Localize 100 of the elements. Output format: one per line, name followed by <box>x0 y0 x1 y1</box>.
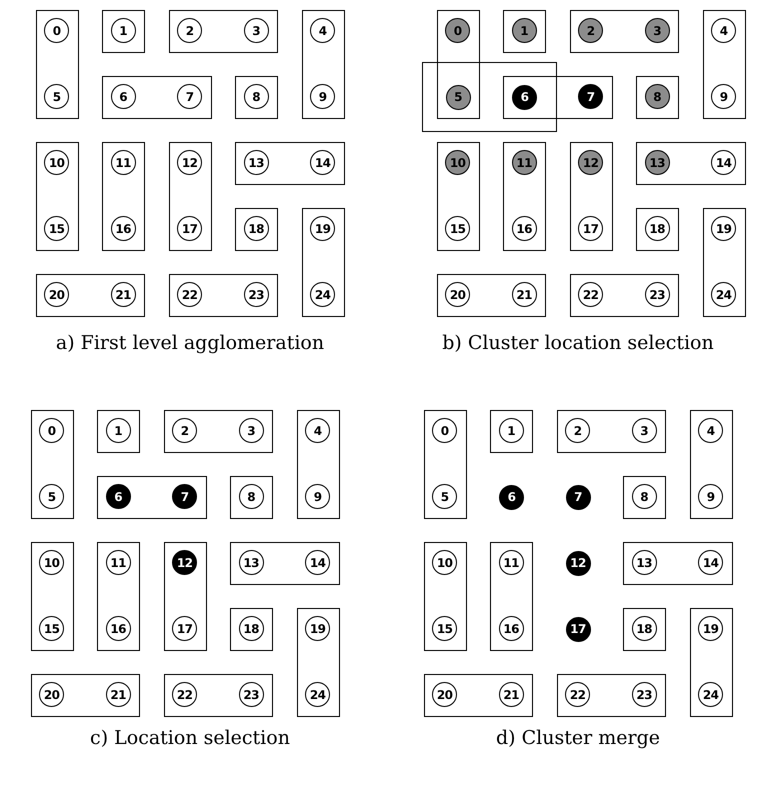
group-box <box>230 608 273 650</box>
numbered-circle: 2 <box>177 18 202 44</box>
group-box <box>490 410 533 452</box>
group-box <box>556 674 666 716</box>
panel-caption: c) Location selection <box>89 727 291 749</box>
group-box <box>424 542 466 650</box>
numbered-circle: 14 <box>305 550 330 576</box>
numbered-circle: 1 <box>512 18 537 44</box>
panel-caption: a) First level agglomeration <box>54 332 326 354</box>
panel-caption: d) Cluster merge <box>495 727 661 749</box>
numbered-circle: 18 <box>244 216 269 242</box>
group-box <box>102 142 145 250</box>
numbered-circle: 8 <box>632 484 657 510</box>
group-box <box>30 410 74 518</box>
group-box <box>556 410 666 452</box>
numbered-circle: 3 <box>244 18 269 44</box>
numbered-circle: 10 <box>39 550 64 576</box>
numbered-circle: 20 <box>445 282 470 308</box>
numbered-circle: 23 <box>244 282 269 308</box>
numbered-circle: 3 <box>644 18 670 44</box>
numbered-circle: 24 <box>305 682 330 708</box>
group-box <box>702 208 746 316</box>
numbered-circle: 5 <box>44 84 70 110</box>
group-box <box>235 142 344 184</box>
group-box <box>30 542 74 650</box>
numbered-circle: 21 <box>110 282 136 308</box>
numbered-circle: 14 <box>310 150 336 176</box>
numbered-circle: 2 <box>172 418 198 444</box>
group-box <box>690 410 732 518</box>
numbered-circle: 6 <box>512 84 537 110</box>
numbered-circle: 4 <box>698 418 724 444</box>
numbered-circle: 15 <box>445 216 470 242</box>
group-box <box>235 208 278 250</box>
numbered-circle: 20 <box>432 682 458 708</box>
numbered-circle: 1 <box>106 418 131 444</box>
group-box <box>36 274 145 316</box>
group-box <box>302 208 344 316</box>
numbered-circle: 2 <box>565 418 590 444</box>
numbered-circle: 7 <box>177 84 202 110</box>
group-box <box>102 76 212 118</box>
group-box <box>97 476 206 518</box>
group-box <box>436 274 546 316</box>
numbered-circle: 18 <box>644 216 670 242</box>
numbered-circle: 5 <box>432 484 458 510</box>
group-box <box>168 10 278 52</box>
numbered-circle: 19 <box>310 216 336 242</box>
numbered-circle: 1 <box>498 418 524 444</box>
numbered-circle: 17 <box>566 616 590 642</box>
numbered-circle: 9 <box>305 484 330 510</box>
numbered-circle: 16 <box>512 216 537 242</box>
group-box <box>636 208 679 250</box>
group-box <box>623 542 732 584</box>
numbered-circle: 17 <box>177 216 202 242</box>
numbered-circle: 1 <box>110 18 136 44</box>
numbered-circle: 8 <box>244 84 269 110</box>
numbered-circle: 6 <box>499 484 524 510</box>
group-box <box>490 542 533 650</box>
numbered-circle: 14 <box>711 150 736 176</box>
group-box <box>296 410 340 518</box>
numbered-circle: 14 <box>698 550 724 576</box>
numbered-circle: 19 <box>698 616 724 642</box>
numbered-circle: 21 <box>498 682 524 708</box>
group-box <box>570 142 612 250</box>
numbered-circle: 22 <box>565 682 590 708</box>
numbered-circle: 23 <box>644 282 670 308</box>
group-box <box>636 76 679 118</box>
numbered-circle: 12 <box>566 550 590 576</box>
group-box <box>436 142 480 250</box>
numbered-circle: 22 <box>177 282 202 308</box>
numbered-circle: 7 <box>566 484 590 510</box>
group-box <box>97 542 140 650</box>
group-box <box>422 62 557 132</box>
numbered-circle: 12 <box>177 150 202 176</box>
group-box <box>97 410 140 452</box>
group-box <box>30 674 140 716</box>
group-box <box>168 142 212 250</box>
numbered-circle: 16 <box>498 616 524 642</box>
numbered-circle: 9 <box>310 84 336 110</box>
group-box <box>623 476 666 518</box>
numbered-circle: 4 <box>310 18 336 44</box>
numbered-circle: 24 <box>310 282 336 308</box>
numbered-circle: 15 <box>44 216 70 242</box>
group-box <box>302 10 344 118</box>
group-box <box>424 410 466 518</box>
group-box <box>690 608 732 716</box>
numbered-circle: 21 <box>512 282 537 308</box>
numbered-circle: 15 <box>432 616 458 642</box>
numbered-circle: 16 <box>106 616 131 642</box>
group-box <box>164 410 273 452</box>
numbered-circle: 5 <box>39 484 64 510</box>
numbered-circle: 0 <box>432 418 458 444</box>
numbered-circle: 11 <box>110 150 136 176</box>
numbered-circle: 4 <box>305 418 330 444</box>
numbered-circle: 5 <box>446 84 470 110</box>
numbered-circle: 11 <box>512 150 537 176</box>
numbered-circle: 9 <box>698 484 724 510</box>
numbered-circle: 17 <box>172 616 198 642</box>
numbered-circle: 10 <box>432 550 458 576</box>
numbered-circle: 12 <box>578 150 604 176</box>
numbered-circle: 10 <box>44 150 70 176</box>
